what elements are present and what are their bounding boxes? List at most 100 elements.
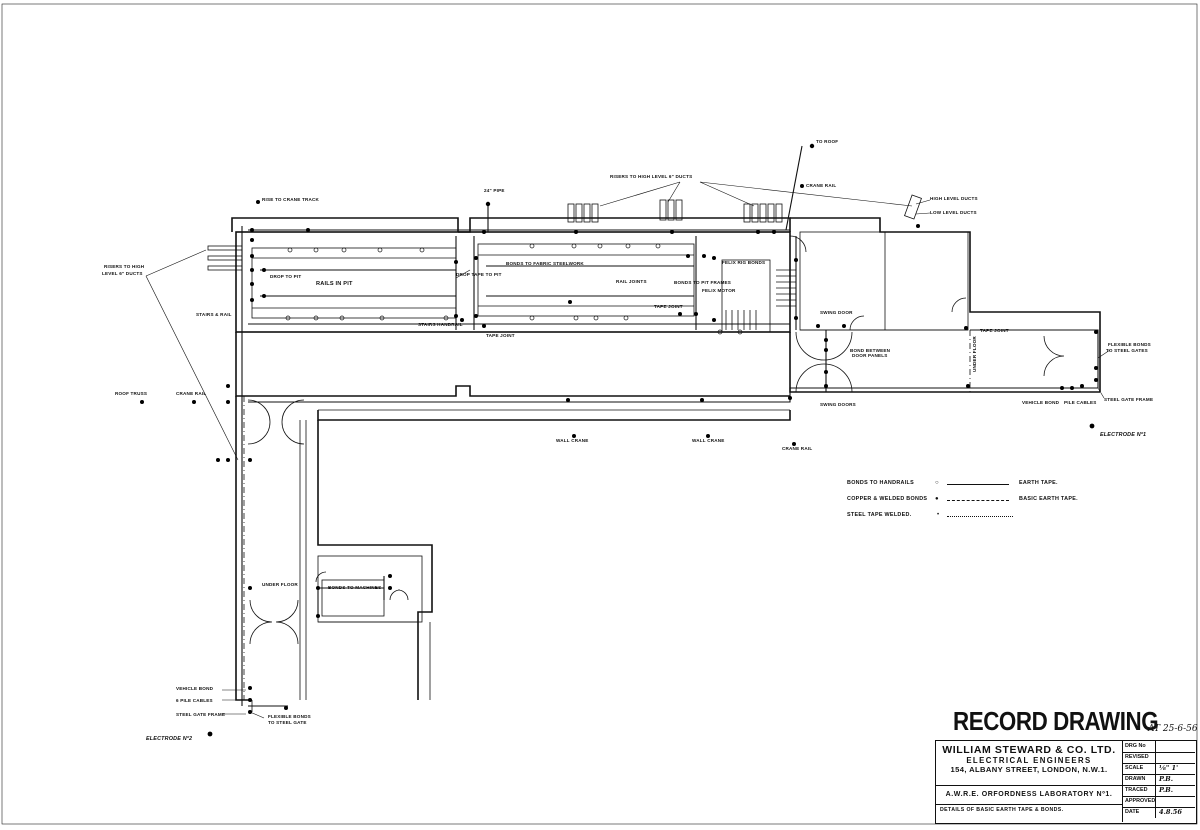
bond-dot: [1089, 423, 1095, 429]
label-rise-crane-track: RISE TO CRANE TRACK: [262, 197, 320, 202]
bond-dot: [250, 298, 254, 302]
bond-dot: [1094, 378, 1098, 382]
label-rails-in-pit: RAILS IN PIT: [316, 281, 353, 287]
bond-dot: [756, 230, 760, 234]
label-flexible-bonds-2: TO STEEL GATES: [1106, 348, 1148, 353]
bond-dot: [248, 686, 252, 690]
bond-dot: [700, 398, 704, 402]
bond-dot: [694, 312, 698, 316]
building-walls: [231, 217, 1101, 712]
label-under-floor: UNDER FLOOR: [972, 336, 977, 372]
bond-dot: [1094, 330, 1098, 334]
copper-bond-icon: ●: [935, 496, 939, 502]
bond-dot: [706, 434, 710, 438]
bond-dot: [250, 268, 254, 272]
bond-dot: [816, 324, 820, 328]
label-bond-between: BOND BETWEEN: [850, 348, 891, 353]
handrail-bond: [313, 315, 319, 321]
label-tape-to-pit: DROP TAPE TO PIT: [456, 272, 502, 277]
bond-dot: [824, 384, 828, 388]
legend-row-handrails: BONDS TO HANDRAILS ○ EARTH TAPE.: [847, 480, 1107, 490]
field-date: DATE 4.8.56: [1123, 807, 1195, 818]
annotation-labels: RISE TO CRANE TRACK RISERS TO HIGH LEVEL…: [102, 139, 1153, 742]
bond-dot: [454, 314, 458, 318]
bond-dot: [248, 698, 252, 702]
bond-dot: [670, 230, 674, 234]
handrail-bond: [529, 315, 535, 321]
basic-earth-tape-line: [947, 500, 1009, 501]
bond-dot: [772, 230, 776, 234]
label-rail-joints: RAIL JOINTS: [616, 279, 647, 284]
bond-dot: [568, 300, 572, 304]
field-key: APPROVED: [1125, 798, 1156, 804]
bond-dot: [248, 586, 252, 590]
field-value: P.B.: [1155, 785, 1195, 796]
bond-dot: [824, 338, 828, 342]
bond-dot: [800, 184, 804, 188]
handrail-bond: [443, 315, 449, 321]
label-electrode-1: ELECTRODE Nº1: [1100, 432, 1146, 438]
record-drawing-title: RECORD DRAWING: [953, 706, 1159, 736]
field-approved: APPROVED: [1123, 796, 1195, 808]
label-wall-crane-2: WALL CRANE: [692, 438, 725, 443]
bond-dot: [454, 260, 458, 264]
label-bonds-pit-frames: BONDS TO PIT FRAMES: [674, 280, 731, 285]
bond-dot: [250, 228, 254, 232]
legend-label-copper-bonds: COPPER & WELDED BONDS: [847, 496, 928, 502]
label-bond-between-2: DOOR PANELS: [852, 353, 888, 358]
bond-dot: [474, 256, 478, 260]
bond-dot: [1094, 366, 1098, 370]
company-subtitle: ELECTRICAL ENGINEERS: [966, 756, 1092, 765]
bond-dot: [250, 254, 254, 258]
bond-dot: [794, 316, 798, 320]
bond-dot: [678, 312, 682, 316]
label-wall-crane-1: WALL CRANE: [556, 438, 589, 443]
label-bonds-machines: BONDS TO MACHINES: [328, 585, 381, 590]
label-risers-high: RISERS TO HIGH LEVEL 6" DUCTS: [610, 174, 692, 179]
field-value: [1155, 741, 1195, 752]
bond-dot: [712, 256, 716, 260]
earth-tape: [241, 145, 1099, 707]
bond-dot: [216, 458, 220, 462]
stairs: [725, 269, 796, 330]
bond-dot: [226, 458, 230, 462]
handrail-bond: [287, 247, 293, 253]
label-electrode-2: ELECTRODE Nº2: [146, 736, 192, 742]
legend: BONDS TO HANDRAILS ○ EARTH TAPE. COPPER …: [847, 478, 1107, 524]
title-block-fields: DRG No REVISED SCALE ⅛" 1' DRAWN P.B. TR…: [1123, 741, 1195, 822]
field-key: DRG No: [1125, 743, 1146, 749]
handrail-bond: [573, 315, 579, 321]
field-value: [1155, 796, 1195, 807]
label-felix-motor: FELIX MOTOR: [702, 288, 736, 293]
field-value: ⅛" 1': [1155, 763, 1195, 774]
bond-dot: [824, 370, 828, 374]
handrail-bond: [419, 247, 425, 253]
field-traced: TRACED P.B.: [1123, 785, 1195, 797]
bond-dot: [712, 318, 716, 322]
field-key: DRAWN: [1125, 776, 1146, 782]
bond-dot: [192, 400, 196, 404]
bond-dot: [474, 314, 478, 318]
bond-dot: [792, 442, 796, 446]
handrail-bond: [593, 315, 599, 321]
bond-dot: [250, 238, 254, 242]
bond-dot: [306, 228, 310, 232]
bond-dot: [207, 731, 213, 737]
bond-dot: [226, 384, 230, 388]
label-stairs-handrail: STAIRS HANDRAIL: [418, 322, 463, 327]
bond-markers: [140, 143, 1098, 737]
bond-dot: [485, 201, 491, 207]
bond-dot: [482, 230, 486, 234]
doors: [247, 235, 1065, 645]
label-tape-joint-3: TAPE JOINT: [980, 328, 1009, 333]
leader-lines: [145, 181, 1111, 719]
handrail-bond: [623, 315, 629, 321]
bond-dot: [824, 348, 828, 352]
bond-dot: [964, 326, 968, 330]
handrail-bond: [377, 247, 383, 253]
field-value: P.B.: [1155, 774, 1195, 785]
label-drop-to-pit: DROP TO PIT: [270, 274, 301, 279]
bond-dot: [388, 586, 392, 590]
handrail-bond: [379, 315, 385, 321]
